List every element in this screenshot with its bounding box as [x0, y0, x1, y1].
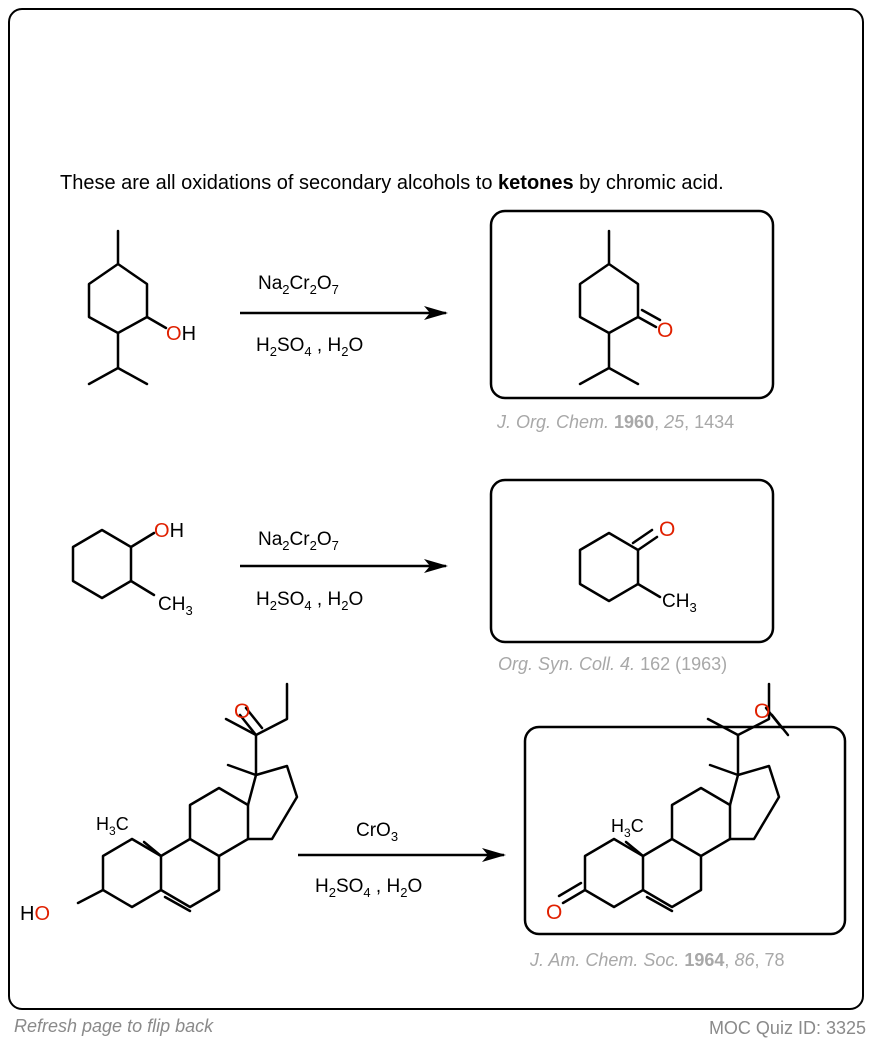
quiz-id-label: MOC Quiz ID: 3325	[709, 1018, 866, 1039]
reaction-2-product	[578, 528, 662, 603]
quiz-id-prefix: MOC Quiz ID:	[708, 1018, 826, 1038]
reaction-1-ketone-oxygen: O	[657, 319, 673, 342]
reaction-1-reagent-top: Na2Cr2O7	[258, 273, 339, 297]
reaction-3-hydroxyl-label: HO	[20, 903, 50, 925]
reaction-2-hydroxyl-label: OH	[154, 520, 184, 542]
reaction-1: OH Na2Cr2O7 H2SO4 , H2O O J. Org. Chem. …	[87, 209, 775, 432]
reaction-3: O H3C HO CrO3 H2SO4 , H2O O H3C O J. Am.…	[20, 682, 847, 970]
reaction-1-reagent-bottom: H2SO4 , H2O	[256, 335, 363, 359]
reaction-3-product-box	[523, 725, 847, 936]
reaction-3-reagent-bottom: H2SO4 , H2O	[315, 876, 422, 900]
reaction-3-product-acetyl-oxygen: O	[754, 700, 770, 723]
reaction-2-methyl-label: CH3	[158, 594, 193, 618]
reaction-1-product-box	[489, 209, 775, 400]
reaction-3-citation: J. Am. Chem. Soc. 1964, 86, 78	[529, 950, 785, 970]
reaction-1-citation: J. Org. Chem. 1960, 25, 1434	[496, 412, 734, 432]
reaction-3-starting-material	[76, 682, 299, 913]
quiz-id-value: 3325	[825, 1018, 866, 1038]
reaction-3-start-acetyl-oxygen: O	[234, 700, 250, 723]
reaction-3-product-h3c-label: H3C	[611, 816, 644, 840]
reaction-2-starting-material	[71, 528, 156, 600]
refresh-hint[interactable]: Refresh page to flip back	[14, 1016, 214, 1036]
intro-text: These are all oxidations of secondary al…	[60, 172, 724, 194]
reaction-3-ketone-oxygen: O	[546, 901, 562, 924]
reaction-2-product-methyl-label: CH3	[662, 591, 697, 615]
reaction-3-start-h3c-label: H3C	[96, 814, 129, 838]
reaction-3-reagent-top: CrO3	[356, 820, 398, 844]
reaction-2-reagent-top: Na2Cr2O7	[258, 529, 339, 553]
reaction-1-hydroxyl-label: OH	[166, 323, 196, 345]
reaction-1-starting-material	[87, 229, 168, 386]
reaction-2-ketone-oxygen: O	[659, 518, 675, 541]
reaction-2-product-box	[489, 478, 775, 644]
reaction-2-citation: Org. Syn. Coll. 4. 162 (1963)	[498, 654, 727, 674]
quiz-card	[8, 8, 864, 1010]
reaction-1-product	[578, 229, 662, 386]
reaction-3-product	[557, 682, 790, 913]
reaction-2: OH CH3 Na2Cr2O7 H2SO4 , H2O O CH3 Org. S…	[71, 478, 775, 674]
reaction-2-reagent-bottom: H2SO4 , H2O	[256, 589, 363, 613]
